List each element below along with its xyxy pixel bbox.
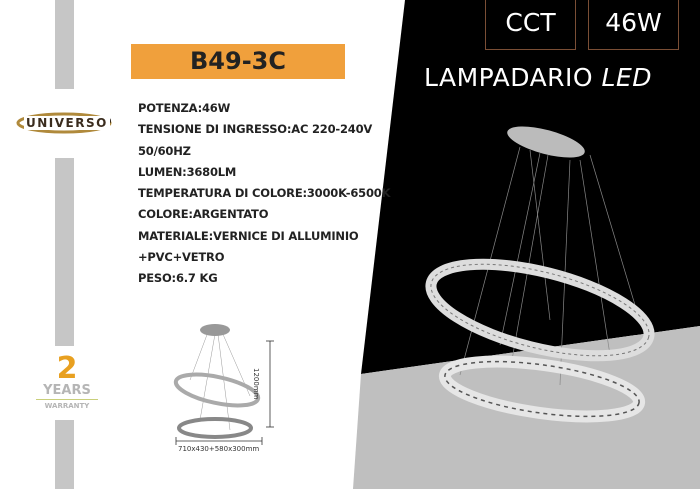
product-title: LAMPADARIO LED bbox=[424, 63, 652, 92]
decor-bar bbox=[55, 420, 74, 489]
model-label: B49-3C bbox=[131, 44, 345, 79]
spec-item: POTENZA:46W bbox=[138, 101, 231, 115]
warranty-number: 2 bbox=[56, 351, 78, 386]
size-dimension: 710x430+580x300mm bbox=[178, 445, 260, 453]
spec-item: TENSIONE DI INGRESSO:AC 220-240V bbox=[138, 122, 373, 137]
spec-item: COLORE:ARGENTATO bbox=[138, 207, 269, 222]
lamp-diagram bbox=[173, 324, 274, 445]
title-main: LAMPADARIO bbox=[424, 63, 594, 92]
warranty-badge: 2 YEARS WARRANTY bbox=[36, 354, 98, 410]
warranty-label: WARRANTY bbox=[44, 402, 90, 410]
power-badge: 46W bbox=[588, 0, 679, 50]
brand-logo: UNIVERSO bbox=[14, 108, 114, 138]
spec-item: PESO:6.7 KG bbox=[138, 271, 218, 286]
spec-item: MATERIALE:VERNICE DI ALLUMINIO bbox=[138, 228, 359, 243]
decor-bar bbox=[55, 0, 74, 89]
cct-badge: CCT bbox=[485, 0, 576, 50]
decor-bar bbox=[55, 158, 74, 346]
height-dimension: 1200mm bbox=[252, 368, 260, 400]
spec-item: TEMPERATURA DI COLORE:3000K-6500K bbox=[138, 186, 391, 201]
spec-item: 50/60HZ bbox=[138, 143, 191, 158]
spec-list: POTENZA:46W TENSIONE DI INGRESSO:AC 220-… bbox=[138, 98, 390, 290]
title-accent: LED bbox=[601, 63, 653, 92]
spec-item: +PVC+VETRO bbox=[138, 250, 225, 265]
warranty-years: YEARS bbox=[43, 383, 91, 398]
spec-item: LUMEN:3680LM bbox=[138, 164, 237, 179]
lamp-photo bbox=[425, 126, 655, 423]
